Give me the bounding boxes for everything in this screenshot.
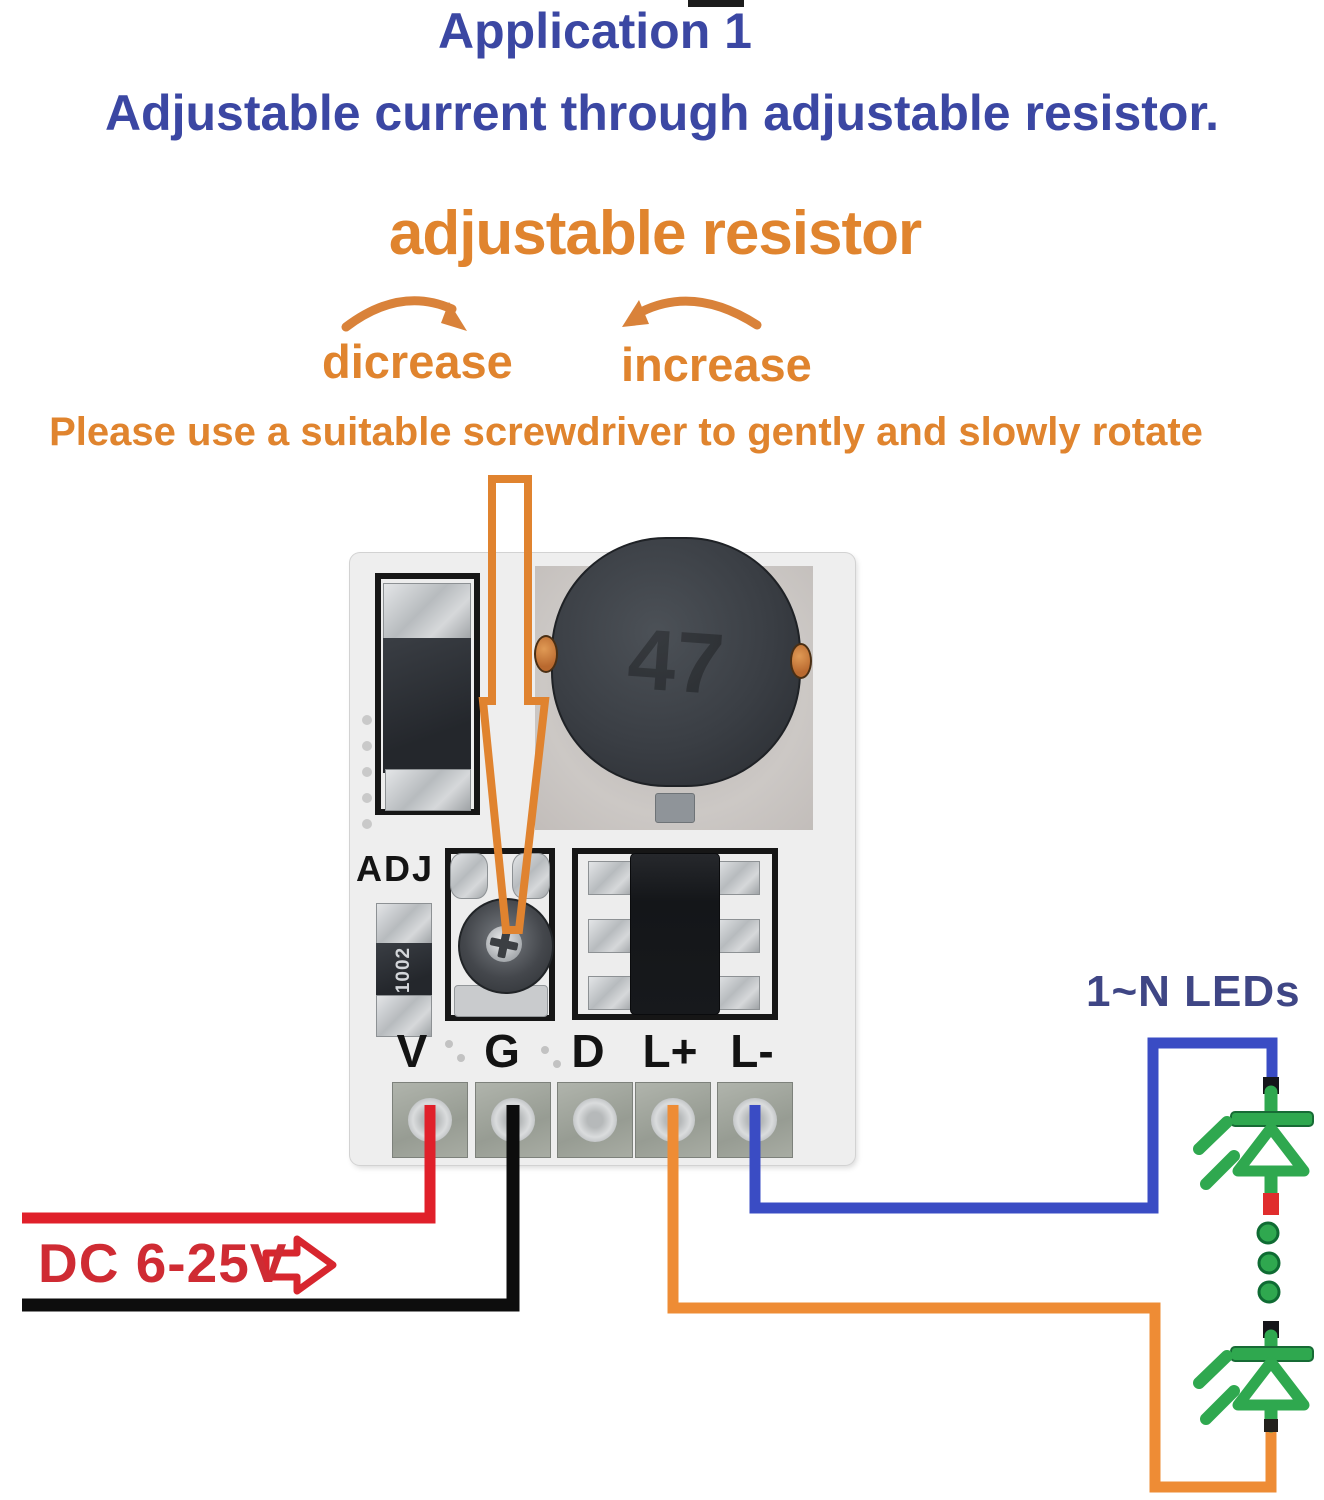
led2-emission-dash: [1200, 1385, 1240, 1425]
resistor-marking: 1002: [393, 946, 414, 994]
silkscreen-dot: [362, 793, 372, 803]
pin-label-lplus: L+: [642, 1025, 698, 1077]
series-dot: [1257, 1251, 1281, 1275]
pad-hole: [651, 1098, 695, 1142]
silkscreen-dot: [362, 741, 372, 751]
diode-body: [383, 638, 471, 773]
adjustable-resistor-heading: adjustable resistor: [388, 199, 922, 268]
led-symbol-2: [1193, 1321, 1314, 1433]
silkscreen-dot: [362, 819, 372, 829]
led1-emission-dash: [1193, 1116, 1233, 1155]
leds-count-label: 1~N LEDs: [1086, 967, 1301, 1016]
diode-pad-bottom: [385, 769, 471, 811]
pot-solder-pad: [512, 853, 550, 899]
adj-silkscreen-label: ADJ: [356, 848, 435, 889]
inductor-copper-winding-right: [790, 643, 812, 679]
inductor-terminal-tab: [655, 793, 695, 823]
led1-cathode-tip: [1263, 1077, 1279, 1094]
pad-hole: [573, 1098, 617, 1142]
led1-red-segment: [1263, 1193, 1279, 1215]
pad-lplus: [635, 1082, 711, 1158]
pad-d: [557, 1082, 633, 1158]
silkscreen-dot: [457, 1054, 465, 1062]
screwdriver-instruction: Please use a suitable screwdriver to gen…: [49, 410, 1203, 454]
page-subtitle: Adjustable current through adjustable re…: [104, 85, 1220, 141]
ic-lead: [714, 919, 760, 953]
led2-emission-dash: [1193, 1350, 1233, 1389]
led1-triangle: [1232, 1122, 1310, 1177]
led2-triangle: [1232, 1356, 1310, 1411]
pad-hole: [408, 1098, 452, 1142]
inductor: 47: [551, 537, 801, 787]
led2-cathode-bar: [1230, 1346, 1314, 1362]
pad-lminus: [717, 1082, 793, 1158]
diode-pad-top: [383, 583, 471, 641]
resistor-cap-bottom: [376, 995, 432, 1037]
pot-screw-slot: [487, 927, 520, 960]
pcb-module-photo: 47 ADJ 1002: [350, 537, 855, 1165]
resistor-cap-top: [376, 903, 432, 945]
pad-hole: [491, 1098, 535, 1142]
pin-label-lminus: L-: [730, 1025, 774, 1077]
pin-label-g: G: [484, 1025, 520, 1077]
series-continuation-dots: [1256, 1221, 1281, 1304]
series-dot: [1257, 1280, 1281, 1304]
pad-hole: [733, 1098, 777, 1142]
series-dot: [1256, 1221, 1280, 1245]
increase-label: increase: [621, 338, 812, 391]
ic-body: [630, 853, 720, 1015]
led-symbol-1: [1193, 1077, 1314, 1215]
crop-artifact: [688, 0, 744, 7]
silkscreen-dot: [553, 1060, 561, 1068]
ic-lead: [714, 861, 760, 895]
ic-lead: [588, 976, 634, 1010]
led2-cathode-tip: [1263, 1321, 1279, 1338]
increase-rotate-arrow: [622, 296, 762, 330]
led1-cathode-bar: [1230, 1111, 1314, 1127]
ic-lead: [714, 976, 760, 1010]
ic-lead: [588, 919, 634, 953]
dc-input-label: DC 6-25V: [38, 1232, 288, 1294]
silkscreen-dot: [445, 1040, 453, 1048]
page-title: Application 1: [438, 3, 752, 59]
ic-lead: [588, 861, 634, 895]
inductor-marking: 47: [624, 610, 728, 713]
pot-solder-strip: [454, 985, 548, 1017]
silkscreen-dot: [541, 1046, 549, 1054]
led2-anode-tip: [1264, 1419, 1278, 1432]
decrease-rotate-arrow: [341, 296, 467, 332]
resistor-body: 1002: [376, 943, 432, 997]
pot-solder-pad: [450, 853, 488, 899]
led1-emission-dash: [1200, 1150, 1240, 1190]
pad-v: [392, 1082, 468, 1158]
pin-label-d: D: [571, 1025, 605, 1077]
silkscreen-dot: [362, 767, 372, 777]
decrease-label: dicrease: [322, 335, 513, 388]
pin-label-v: V: [396, 1025, 428, 1077]
inductor-copper-winding-left: [534, 635, 558, 673]
silkscreen-dot: [362, 715, 372, 725]
pad-g: [475, 1082, 551, 1158]
